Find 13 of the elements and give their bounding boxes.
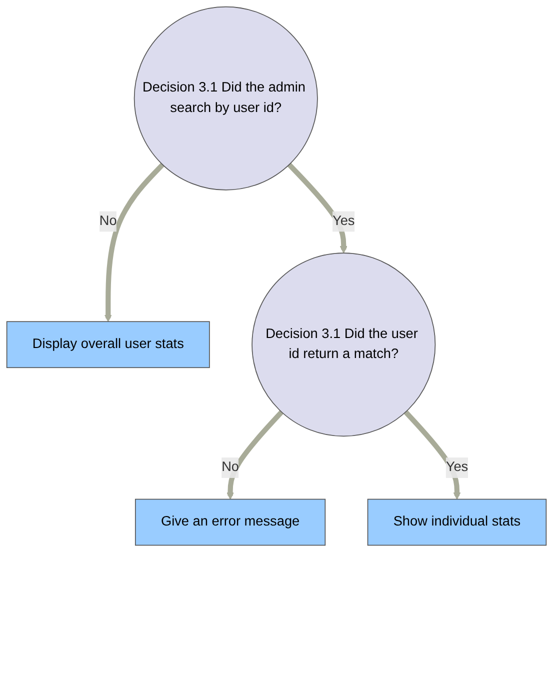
edge-label: No <box>99 214 117 228</box>
node-box: Give an error message <box>134 498 326 546</box>
node-box: Show individual stats <box>367 498 547 546</box>
arrow <box>404 410 461 500</box>
node-box: Display overall user stats <box>6 321 210 368</box>
arrow <box>226 410 284 500</box>
arrow <box>287 162 348 254</box>
node-circle: Decision 3.1 Did the admin search by user id? <box>134 6 318 190</box>
node-circle: Decision 3.1 Did the user id return a match? <box>252 252 436 437</box>
edge-label: Yes <box>332 214 355 228</box>
edge-label: Yes <box>446 460 468 475</box>
edge-label: No <box>222 460 239 475</box>
arrow <box>104 162 164 322</box>
